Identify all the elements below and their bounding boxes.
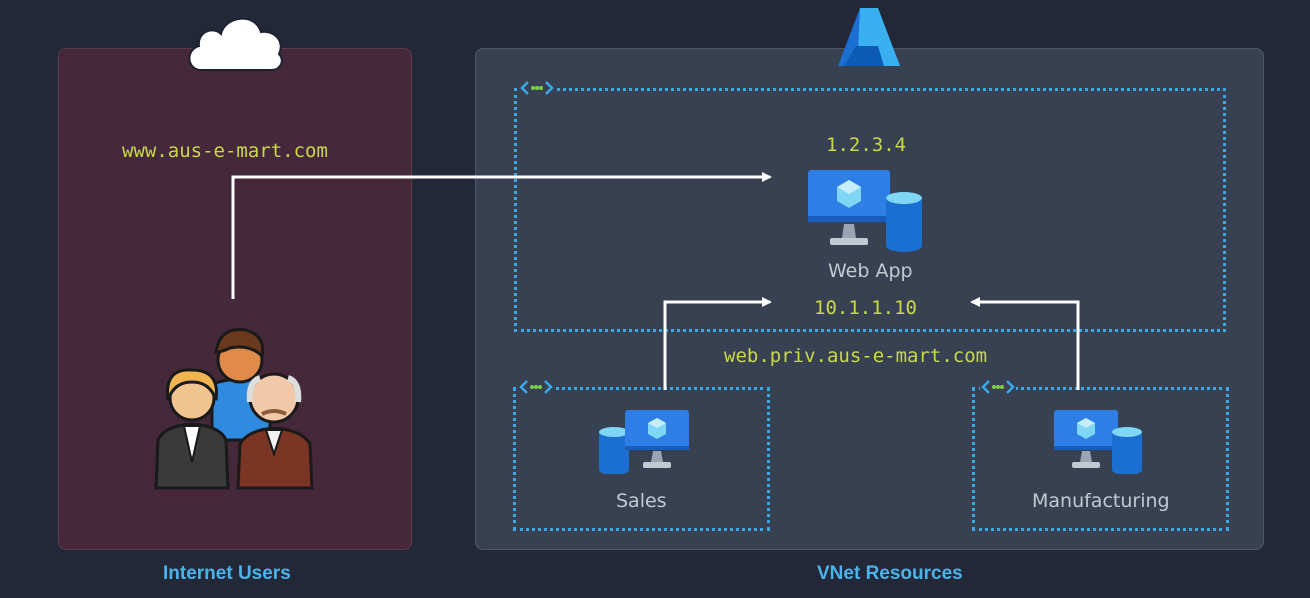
vnet-icon bbox=[980, 378, 1016, 396]
users-icon bbox=[154, 327, 314, 490]
sales-to-webapp-arrow bbox=[663, 297, 772, 390]
sales-label: Sales bbox=[616, 490, 667, 512]
vm-database-icon bbox=[808, 170, 922, 252]
internet-users-caption: Internet Users bbox=[163, 563, 291, 584]
vm-database-icon bbox=[599, 410, 689, 474]
internet-users-panel bbox=[58, 48, 412, 550]
private-ip-label: 10.1.1.10 bbox=[814, 297, 917, 319]
cloud-icon bbox=[188, 17, 283, 71]
private-domain-label: web.priv.aus-e-mart.com bbox=[724, 345, 988, 367]
manufacturing-label: Manufacturing bbox=[1032, 490, 1170, 512]
manufacturing-to-webapp-arrow bbox=[970, 297, 1080, 390]
public-domain-label: www.aus-e-mart.com bbox=[122, 140, 328, 162]
vm-database-icon bbox=[1054, 410, 1142, 474]
manufacturing-vnet-box bbox=[972, 387, 1229, 531]
azure-logo bbox=[838, 8, 900, 66]
public-ip-label: 1.2.3.4 bbox=[826, 134, 907, 156]
webapp-label: Web App bbox=[828, 260, 913, 282]
internet-to-webapp-arrow bbox=[231, 172, 772, 299]
sales-vnet-box bbox=[513, 387, 770, 531]
vnet-resources-caption: VNet Resources bbox=[817, 563, 963, 584]
vnet-icon bbox=[518, 378, 554, 396]
vnet-icon bbox=[519, 79, 555, 97]
webapp-vnet-box bbox=[514, 88, 1226, 332]
